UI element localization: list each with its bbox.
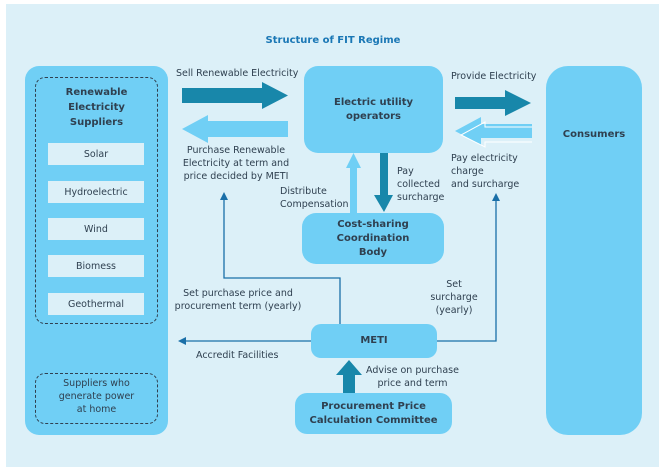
source-wind: Wind — [48, 218, 144, 240]
suppliers-title-line: Suppliers — [69, 117, 124, 128]
suppliers-title-line: Renewable — [65, 87, 128, 98]
utility-operators-box: Electric utility operators — [304, 66, 443, 153]
consumers-box: Consumers — [546, 66, 642, 435]
set-price-label-line: procurement term (yearly) — [174, 301, 302, 312]
purchase-label: Purchase Renewable Electricity at term a… — [180, 144, 292, 183]
meti-label: METI — [360, 335, 388, 346]
pay-charge-label-line: charge — [451, 166, 484, 177]
home-suppliers-line: at home — [76, 404, 117, 415]
pay-collected-label-line: Pay — [397, 166, 414, 177]
set-surcharge-line — [437, 199, 497, 342]
source-solar: Solar — [48, 143, 144, 165]
advise-label: Advise on purchase price and term — [365, 364, 460, 390]
sell-arrow — [182, 82, 288, 109]
suppliers-title: Renewable Electricity Suppliers — [35, 85, 158, 130]
set-surcharge-label: Set surcharge (yearly) — [424, 278, 484, 317]
set-price-line — [223, 198, 341, 324]
purchase-label-line: price decided by METI — [183, 171, 289, 182]
distribute-label-line: Compensation — [280, 199, 349, 210]
set-price-label: Set purchase price and procurement term … — [172, 287, 304, 313]
advise-label-line: price and term — [377, 378, 448, 389]
source-biomess: Biomess — [48, 255, 144, 277]
utility-operators-line: operators — [345, 110, 402, 122]
suppliers-dashed-group — [35, 77, 158, 324]
pay-charge-arrow — [455, 117, 532, 145]
provide-arrow — [455, 90, 531, 116]
set-surcharge-label-line: Set — [446, 279, 462, 290]
cost-sharing-box: Cost-sharing Coordination Body — [302, 213, 444, 264]
pay-charge-label-line: and surcharge — [451, 179, 520, 190]
advise-arrow — [336, 360, 362, 393]
accredit-arrowhead — [178, 337, 186, 345]
suppliers-title-line: Electricity — [68, 102, 125, 113]
committee-box: Procurement Price Calculation Committee — [295, 393, 452, 434]
home-suppliers-label: Suppliers who generate power at home — [35, 377, 158, 416]
cost-sharing-line: Coordination — [336, 232, 410, 244]
pay-charge-label: Pay electricity charge and surcharge — [451, 152, 519, 191]
cost-sharing-line: Body — [358, 246, 388, 258]
home-suppliers-line: Suppliers who — [63, 378, 130, 389]
set-surcharge-arrowhead — [492, 193, 500, 201]
accredit-label: Accredit Facilities — [196, 350, 279, 361]
purchase-label-line: Purchase Renewable — [186, 145, 286, 156]
distribute-arrow — [346, 153, 361, 213]
set-price-arrowhead — [220, 192, 228, 200]
source-geothermal: Geothermal — [48, 293, 144, 315]
consumers-label: Consumers — [562, 129, 626, 140]
utility-operators-line: Electric utility — [334, 96, 413, 108]
purchase-arrow — [182, 115, 288, 143]
sell-label: Sell Renewable Electricity — [176, 68, 299, 79]
distribute-label-line: Distribute — [280, 186, 327, 197]
diagram-title: Structure of FIT Regime — [265, 35, 401, 46]
pay-collected-label-line: collected — [397, 179, 440, 190]
purchase-label-line: Electricity at term and — [182, 158, 290, 169]
meti-box: METI — [311, 324, 437, 358]
cost-sharing-line: Cost-sharing — [337, 218, 409, 230]
home-suppliers-dashed-group — [35, 373, 158, 424]
pay-collected-label-line: surcharge — [397, 192, 445, 203]
distribute-label: Distribute Compensation — [280, 185, 349, 211]
home-suppliers-line: generate power — [58, 391, 135, 402]
pay-collected-arrow — [374, 153, 393, 212]
pay-charge-label-line: Pay electricity — [451, 153, 518, 164]
advise-label-line: Advise on purchase — [366, 365, 459, 376]
source-hydroelectric: Hydroelectric — [48, 181, 144, 203]
pay-collected-label: Pay collected surcharge — [397, 165, 444, 204]
provide-label: Provide Electricity — [451, 71, 537, 82]
set-surcharge-label-line: (yearly) — [435, 305, 473, 316]
set-surcharge-label-line: surcharge — [430, 292, 478, 303]
committee-line: Procurement Price — [321, 400, 426, 412]
committee-line: Calculation Committee — [309, 414, 438, 426]
pay-charge-arrow-outline — [459, 121, 532, 148]
set-price-label-line: Set purchase price and — [183, 288, 293, 299]
